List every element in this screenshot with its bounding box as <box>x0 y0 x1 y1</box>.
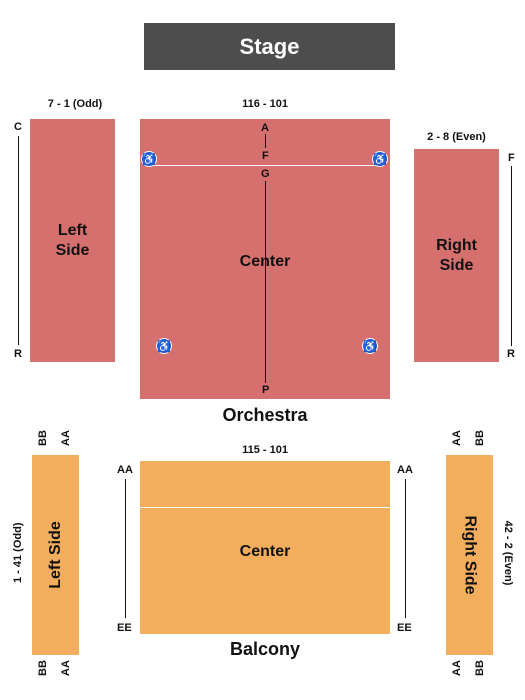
balcony-right-row-bottom-bb: BB <box>474 660 486 676</box>
balcony-left-row-top-bb: BB <box>37 430 49 446</box>
wheelchair-icon: ♿ <box>372 151 388 167</box>
balcony-left-row-bottom-bb: BB <box>37 660 49 676</box>
balcony-center-seats-label: 115 - 101 <box>242 444 288 456</box>
orchestra-left-row-bottom: R <box>14 348 22 360</box>
balcony-left-name: Left Side <box>46 521 64 589</box>
balcony-center-row-bottom-right: EE <box>397 622 412 634</box>
orchestra-right-row-bottom: R <box>507 348 515 360</box>
balcony-center-name: Center <box>239 543 291 560</box>
orchestra-center-row-p: P <box>262 384 270 396</box>
orchestra-right-name-line2: Side <box>439 256 474 274</box>
balcony-left-section[interactable]: Left Side <box>32 455 79 655</box>
orchestra-label: Orchestra <box>222 405 308 425</box>
orchestra-center-row-f: F <box>262 150 269 162</box>
balcony-right-seats-label: 42 - 2 (Even) <box>502 520 514 586</box>
balcony-center-row-line-right <box>405 479 406 618</box>
wheelchair-icon: ♿ <box>156 338 172 354</box>
orchestra-center-row-line <box>265 181 266 383</box>
orchestra-left-name-line1: Left <box>57 221 88 239</box>
orchestra-left-section[interactable]: Left Side <box>30 119 115 362</box>
orchestra-right-seats-label: 2 - 8 (Even) <box>427 131 486 143</box>
orchestra-right-section[interactable]: Right Side <box>414 149 499 362</box>
balcony-left-row-bottom-aa: AA <box>60 660 72 676</box>
balcony-right-section[interactable]: Right Side <box>446 455 493 655</box>
balcony-label: Balcony <box>229 639 301 659</box>
balcony-center-row-top-right: AA <box>397 464 413 476</box>
orchestra-center-divider <box>148 165 382 166</box>
balcony-left-row-top-aa: AA <box>60 430 72 446</box>
balcony-center-row-bottom-left: EE <box>117 622 132 634</box>
orchestra-center-seats-label: 116 - 101 <box>242 98 288 110</box>
balcony-center-section[interactable]: Center <box>140 461 390 634</box>
orchestra-left-row-line <box>18 136 19 345</box>
orchestra-left-seats-label: 7 - 1 (Odd) <box>47 98 103 110</box>
stage: Stage <box>144 23 395 70</box>
orchestra-left-row-top: C <box>14 121 22 133</box>
orchestra-right-name-line1: Right <box>436 236 477 254</box>
balcony-center-row-line-left <box>125 479 126 618</box>
orchestra-center-name: Center <box>239 253 291 270</box>
balcony-right-row-top-aa: AA <box>451 430 463 446</box>
wheelchair-icon: ♿ <box>141 151 157 167</box>
balcony-right-row-top-bb: BB <box>474 430 486 446</box>
orchestra-center-section[interactable]: A F G P Center ♿ ♿ ♿ ♿ <box>140 119 390 399</box>
orchestra-center-row-line-top <box>265 134 266 148</box>
orchestra-right-row-top: F <box>508 152 515 164</box>
balcony-center-divider <box>140 507 390 508</box>
wheelchair-icon: ♿ <box>362 338 378 354</box>
orchestra-center-row-g: G <box>261 168 270 180</box>
orchestra-left-name-line2: Side <box>55 241 90 259</box>
balcony-left-seats-label: 1 - 41 (Odd) <box>12 522 24 583</box>
balcony-right-name: Right Side <box>461 515 479 595</box>
balcony-center-row-top-left: AA <box>117 464 133 476</box>
orchestra-center-row-a: A <box>261 122 269 134</box>
orchestra-right-row-line <box>511 166 512 346</box>
balcony-right-row-bottom-aa: AA <box>451 660 463 676</box>
